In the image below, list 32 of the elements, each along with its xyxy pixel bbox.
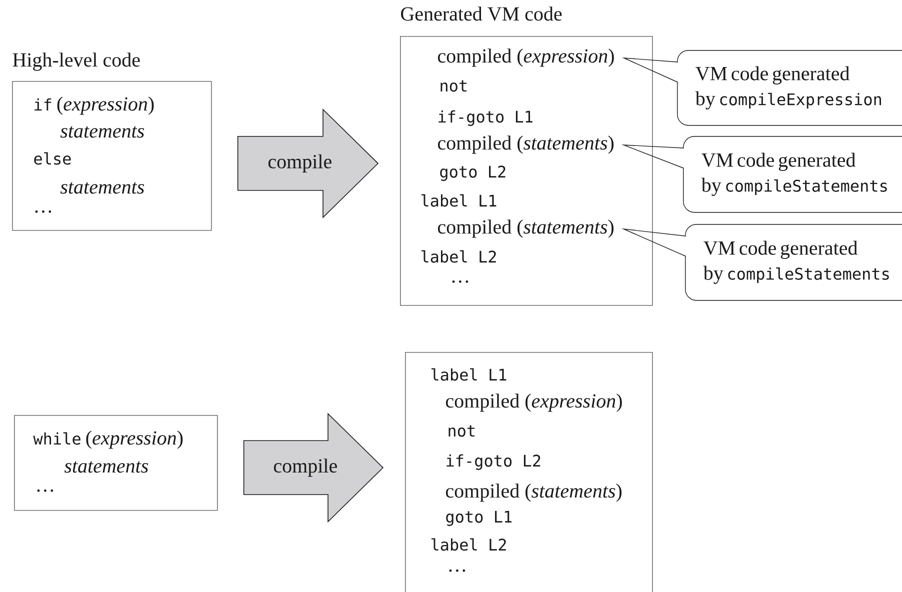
code-line: compiled (expression) [438, 48, 614, 67]
edge-label: compile [272, 458, 339, 478]
code-line: if (expression) [34, 96, 154, 115]
code-line: … [37, 489, 54, 492]
code-line: goto L1 [446, 510, 512, 526]
code-line: not [440, 80, 467, 92]
code-line: else [34, 152, 71, 165]
code-line: label L1 [431, 368, 506, 381]
code-line: compiled (statements) [438, 220, 614, 238]
speech-bubble: VM code generated by compileStatements [621, 136, 902, 213]
speech-bubble: VM code generated by compileStatements [621, 224, 902, 301]
speech-bubble: VM code generated by compileExpression [622, 50, 902, 126]
code-line: if-goto L2 [446, 454, 540, 470]
code-line: label L1 [421, 194, 496, 207]
code-line: compiled (expression) [446, 394, 622, 412]
code-line: … [449, 569, 466, 572]
code-line: compiled (statements) [438, 136, 614, 154]
code-line: compiled (statements) [446, 484, 622, 502]
code-line: statements [64, 461, 148, 473]
code-line: goto L2 [440, 166, 506, 181]
code-line: … [452, 280, 468, 283]
edge-label: compile [266, 153, 334, 174]
code-line: label L2 [431, 538, 506, 551]
code-line: while (expression) [33, 430, 183, 449]
code-line: … [35, 210, 52, 213]
code-line: not [448, 425, 475, 437]
heading: Generated VM code [401, 6, 562, 21]
code-line: statements [60, 126, 144, 138]
code-line: statements [60, 182, 144, 194]
code-line: if-goto L1 [438, 110, 532, 126]
heading: High-level code [12, 52, 140, 71]
code-line: label L2 [421, 250, 496, 263]
